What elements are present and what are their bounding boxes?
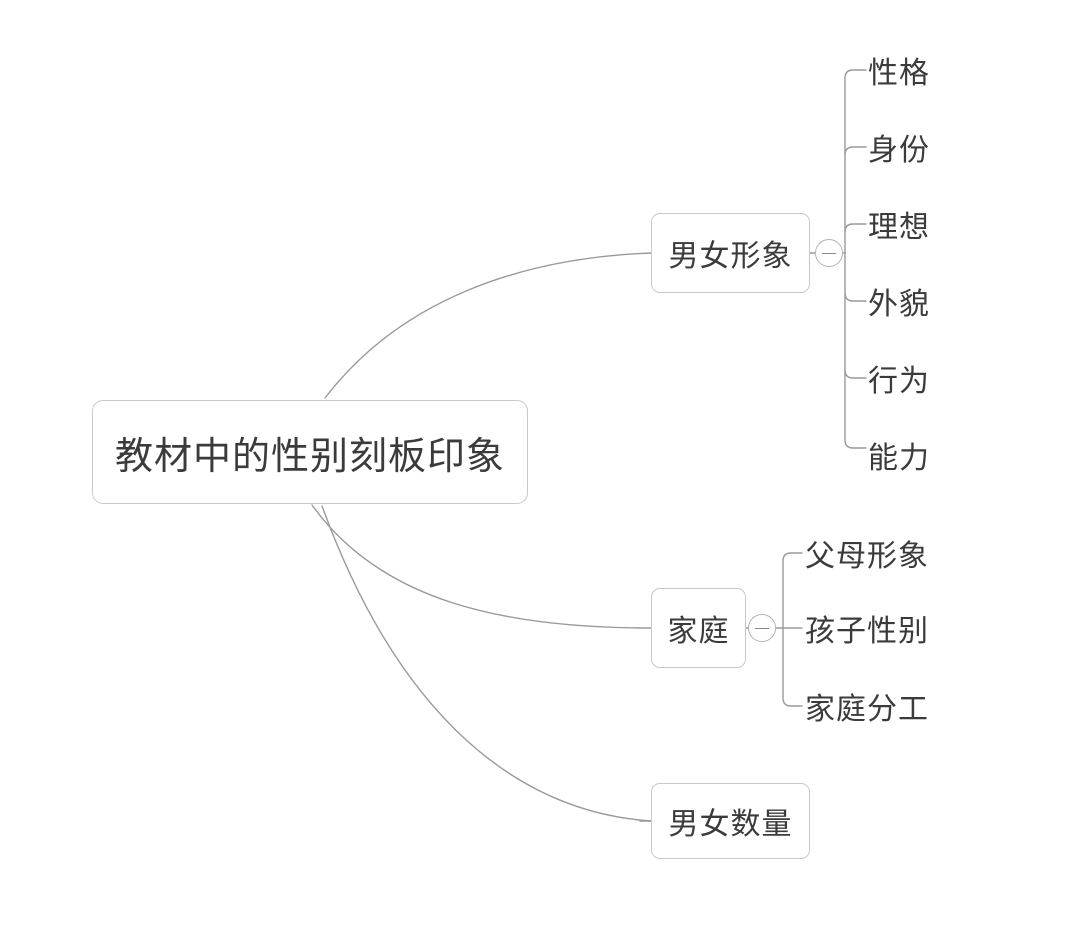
branch-node-male-female-image[interactable]: 男女形象 <box>651 213 810 293</box>
edge-branch-1-leaf-4 <box>844 292 867 302</box>
leaf-label-ideal[interactable]: 理想 <box>868 211 930 244</box>
leaf-label-appearance[interactable]: 外貌 <box>868 288 930 321</box>
branch-node-label: 男女形象 <box>668 240 793 273</box>
leaf-label-parent-image[interactable]: 父母形象 <box>805 540 929 573</box>
root-node[interactable]: 教材中的性别刻板印象 <box>92 400 528 504</box>
leaf-label-ability[interactable]: 能力 <box>868 442 930 475</box>
edge-branch-2-bracket <box>782 552 803 707</box>
edge-branch-1-bracket <box>844 69 867 449</box>
branch-node-male-female-count[interactable]: 男女数量 <box>651 783 810 859</box>
edge-root-to-branch-2 <box>311 504 652 629</box>
leaf-label-child-gender[interactable]: 孩子性别 <box>805 615 929 648</box>
leaf-label-identity[interactable]: 身份 <box>868 134 930 167</box>
edge-branch-1-leaf-5 <box>844 369 867 379</box>
edge-branch-1-leaf-3 <box>844 223 867 233</box>
edge-branch-1-leaf-2 <box>844 146 867 156</box>
edge-root-to-branch-3 <box>321 505 652 822</box>
branch-node-label: 男女数量 <box>668 808 793 841</box>
root-node-label: 教材中的性别刻板印象 <box>114 435 505 478</box>
branch-node-label: 家庭 <box>667 615 730 648</box>
leaf-label-household-division[interactable]: 家庭分工 <box>805 693 929 726</box>
edge-root-to-branch-1 <box>324 252 652 399</box>
leaf-label-personality[interactable]: 性格 <box>868 57 930 90</box>
branch-node-family[interactable]: 家庭 <box>651 588 746 668</box>
leaf-label-behavior[interactable]: 行为 <box>868 365 930 398</box>
minus-circle-icon[interactable] <box>815 239 843 267</box>
minus-circle-icon[interactable] <box>748 614 776 642</box>
